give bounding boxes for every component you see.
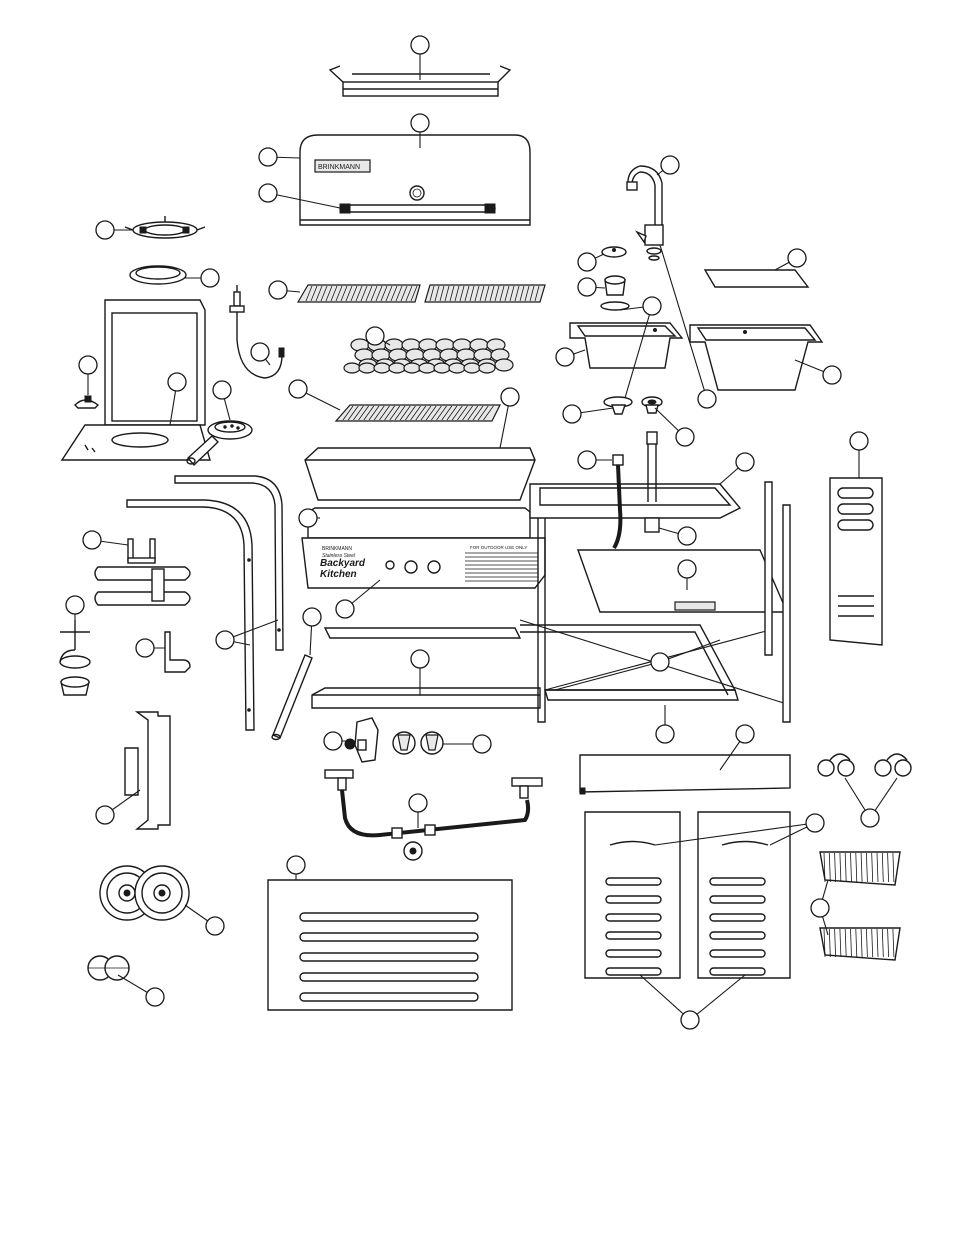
gas-valve: [345, 718, 378, 762]
control-panel: BRINKMANN Stainless Steel Backyard Kitch…: [302, 508, 545, 588]
cooking-grates: [298, 285, 545, 302]
drain-fittings: [604, 397, 662, 414]
side-burner-grate: [125, 216, 205, 238]
knobs: [393, 732, 443, 754]
wheel-hubcaps: [88, 956, 129, 980]
callout-circle: [656, 725, 674, 743]
control-knob-right: [428, 561, 440, 573]
callout-circle: [96, 806, 114, 824]
hood-brand-label: BRINKMANN: [318, 164, 360, 171]
callout-circle: [83, 531, 101, 549]
callout-circle: [578, 253, 596, 271]
wheels: [100, 866, 189, 920]
side-burner-lid-assembly: [62, 300, 210, 460]
callout-circle: [823, 366, 841, 384]
callout-circle: [698, 390, 716, 408]
callout-circle: [473, 735, 491, 753]
cutting-board: [705, 270, 808, 287]
callout-circle: [736, 453, 754, 471]
firebox: [305, 448, 535, 500]
callout-circle: [736, 725, 754, 743]
cabinet-doors: [585, 812, 790, 978]
callout-circle: [96, 221, 114, 239]
rotisserie-spit: [272, 655, 312, 740]
callout-circle: [678, 560, 696, 578]
callout-circle: [216, 631, 234, 649]
callout-circle: [578, 278, 596, 296]
callout-circle: [411, 650, 429, 668]
briquette-grate: [336, 405, 500, 421]
right-side-panel: [830, 478, 882, 645]
bottom-shelf: [312, 628, 540, 708]
callout-circle: [201, 269, 219, 287]
callout-circle: [259, 184, 277, 202]
rear-panel: [268, 880, 512, 1010]
callout-circle: [303, 608, 321, 626]
callout-circle: [811, 899, 829, 917]
sink-basin-small: [570, 323, 682, 368]
callout-circle: [806, 814, 824, 832]
wire-baskets: [820, 852, 900, 960]
rotisserie-bracket: [165, 632, 190, 672]
callout-circle: [556, 348, 574, 366]
callout-circle: [411, 114, 429, 132]
gas-hose-manifold: [325, 770, 542, 860]
callout-circle: [289, 380, 307, 398]
ceramic-briquettes: [344, 339, 513, 373]
callout-circle: [287, 856, 305, 874]
hood-handle: [340, 205, 495, 212]
callout-circle: [213, 381, 231, 399]
callout-circle: [146, 988, 164, 1006]
callout-circle: [259, 148, 277, 166]
cart-frame: [520, 505, 790, 722]
callout-circle: [299, 509, 317, 527]
callout-circle: [651, 653, 669, 671]
grill-hood: BRINKMANN: [300, 135, 530, 225]
callout-circle: [66, 596, 84, 614]
callout-circle: [409, 794, 427, 812]
sink-basin-large: [690, 325, 822, 390]
faucet: [627, 166, 663, 260]
callout-circle: [578, 451, 596, 469]
callout-circle: [563, 405, 581, 423]
side-burner-bracket: [75, 396, 98, 408]
rotisserie-forks: [95, 539, 190, 605]
panel-line2: Backyard: [320, 558, 366, 569]
callout-circle: [861, 809, 879, 827]
side-burner-ring: [130, 266, 186, 284]
drip-cup-holder: [60, 620, 90, 668]
front-rail: [580, 755, 790, 794]
callout-circle: [850, 432, 868, 450]
callout-circle: [168, 373, 186, 391]
callout-circle: [206, 917, 224, 935]
storage-shelf: [578, 550, 787, 612]
callout-circle: [366, 327, 384, 345]
callout-circle: [676, 428, 694, 446]
casters: [818, 754, 911, 776]
callout-circle: [501, 388, 519, 406]
callout-circle: [411, 36, 429, 54]
control-knob-left: [405, 561, 417, 573]
temperature-gauge: [410, 186, 424, 200]
drip-cup: [61, 677, 89, 695]
callout-circle: [251, 343, 269, 361]
sink-strainer: [601, 247, 629, 310]
panel-brand: BRINKMANN: [322, 546, 352, 552]
callout-circle: [136, 639, 154, 657]
callout-circle: [269, 281, 287, 299]
panel-notice-title: FOR OUTDOOR USE ONLY: [470, 545, 527, 550]
callout-circle: [336, 600, 354, 618]
callout-circle: [678, 527, 696, 545]
callout-circle: [324, 732, 342, 750]
sink-countertop: [530, 484, 740, 518]
callout-circle: [643, 297, 661, 315]
callout-circle: [79, 356, 97, 374]
panel-line3: Kitchen: [320, 569, 357, 580]
callout-circle: [681, 1011, 699, 1029]
side-shelf-bracket: [125, 712, 170, 829]
callout-circle: [788, 249, 806, 267]
callout-circle: [661, 156, 679, 174]
igniter-button: [386, 561, 394, 569]
